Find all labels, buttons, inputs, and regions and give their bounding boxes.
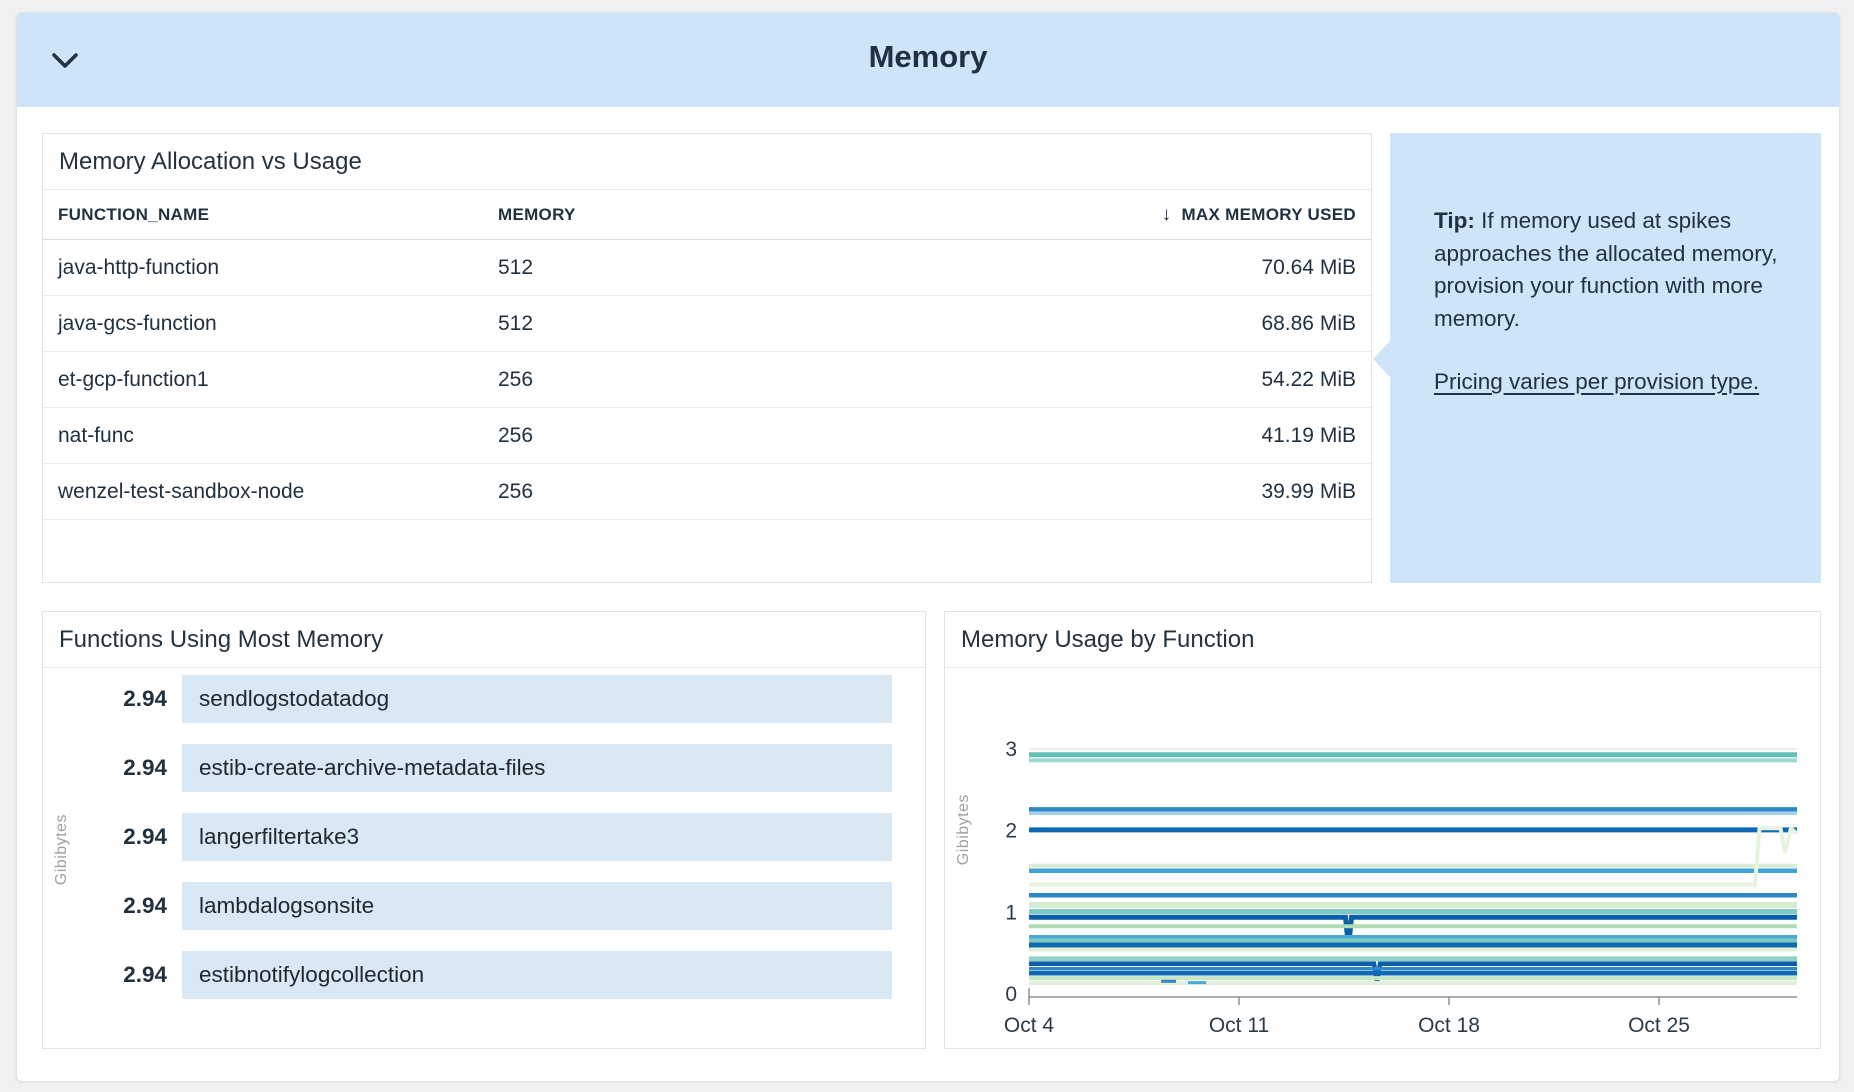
cell-memory: 256 [498,407,918,464]
bar: sendlogstodatadog [182,675,892,723]
cell-max-memory-used: 54.22 MiB [918,351,1371,408]
tip-text: If memory used at spikes approaches the … [1434,208,1778,331]
cell-function-name: et-gcp-function1 [43,351,498,408]
memory-usage-title: Memory Usage by Function [945,612,1820,668]
tip-callout: Tip: If memory used at spikes approaches… [1373,133,1821,583]
column-header-memory[interactable]: MEMORY [498,190,918,240]
bar-value: 2.94 [123,755,167,780]
functions-most-memory-panel: Functions Using Most Memory Gibibytes 2.… [42,611,926,1049]
cell-memory: 512 [498,295,918,352]
cell-max-memory-used: 41.19 MiB [918,407,1371,464]
bar-row: 2.94 lambdalogsonsite [43,882,925,930]
cell-memory: 256 [498,351,918,408]
y-tick-label: 1 [1005,901,1017,924]
memory-section-header: Memory [17,13,1839,107]
bar: estib-create-archive-metadata-files [182,744,892,792]
cell-function-name: java-gcs-function [43,295,498,352]
collapse-button[interactable] [47,49,83,75]
functions-most-memory-title: Functions Using Most Memory [43,612,925,668]
memory-allocation-panel: Memory Allocation vs Usage FUNCTION_NAME… [42,133,1372,583]
pricing-link[interactable]: Pricing varies per provision type. [1434,369,1760,394]
bar-row: 2.94 estibnotifylogcollection [43,951,925,999]
page-title: Memory [868,39,988,74]
bar: langerfiltertake3 [182,813,892,861]
column-header-max-memory-used[interactable]: ↓MAX MEMORY USED [918,190,1371,240]
cell-memory: 512 [498,239,918,296]
bar-row: 2.94 estib-create-archive-metadata-files [43,744,925,792]
y-tick-label: 0 [1005,983,1017,1006]
x-tick-label: Oct 4 [1004,1014,1055,1037]
cell-max-memory-used: 39.99 MiB [918,463,1371,520]
bar-row: 2.94 sendlogstodatadog [43,675,925,723]
x-tick-label: Oct 25 [1628,1014,1690,1037]
bar-value: 2.94 [123,962,167,987]
memory-usage-panel: Memory Usage by Function Gibibytes Oct 4… [944,611,1821,1049]
bar-value: 2.94 [123,893,167,918]
bar-value: 2.94 [123,686,167,711]
cell-function-name: nat-func [43,407,498,464]
allocation-table-title: Memory Allocation vs Usage [43,134,1371,190]
bar-value: 2.94 [123,824,167,849]
sort-desc-arrow-icon: ↓ [1161,204,1172,225]
column-header-function-name[interactable]: FUNCTION_NAME [43,190,498,240]
y-tick-label: 2 [1005,820,1017,843]
cell-max-memory-used: 70.64 MiB [918,239,1371,296]
cell-memory: 256 [498,463,918,520]
bar-chart: 2.94 sendlogstodatadog 2.94 estib-create-ar… [43,675,925,1020]
table-header-row: FUNCTION_NAME MEMORY ↓MAX MEMORY USED [43,190,1371,240]
usage-line-chart: Oct 4 Oct 11 Oct 18 Oct 25 0 1 2 3 [1004,738,1799,1037]
y-tick-label: 3 [1005,738,1017,761]
series-line [1029,824,1799,887]
bar: lambdalogsonsite [182,882,892,930]
chevron-down-icon [49,52,81,74]
cell-function-name: wenzel-test-sandbox-node [43,463,498,520]
bar: estibnotifylogcollection [182,951,892,999]
tip-label: Tip: [1434,208,1475,233]
x-tick-label: Oct 11 [1209,1014,1269,1037]
memory-card: Memory Memory Allocation vs Usage FUNCTI… [16,12,1840,1082]
x-tick-label: Oct 18 [1418,1014,1480,1037]
allocation-table: FUNCTION_NAME MEMORY ↓MAX MEMORY USED ja… [43,190,1371,520]
cell-max-memory-used: 68.86 MiB [918,295,1371,352]
bar-row: 2.94 langerfiltertake3 [43,813,925,861]
cell-function-name: java-http-function [43,239,498,296]
tip-callout-arrow [1373,340,1391,378]
